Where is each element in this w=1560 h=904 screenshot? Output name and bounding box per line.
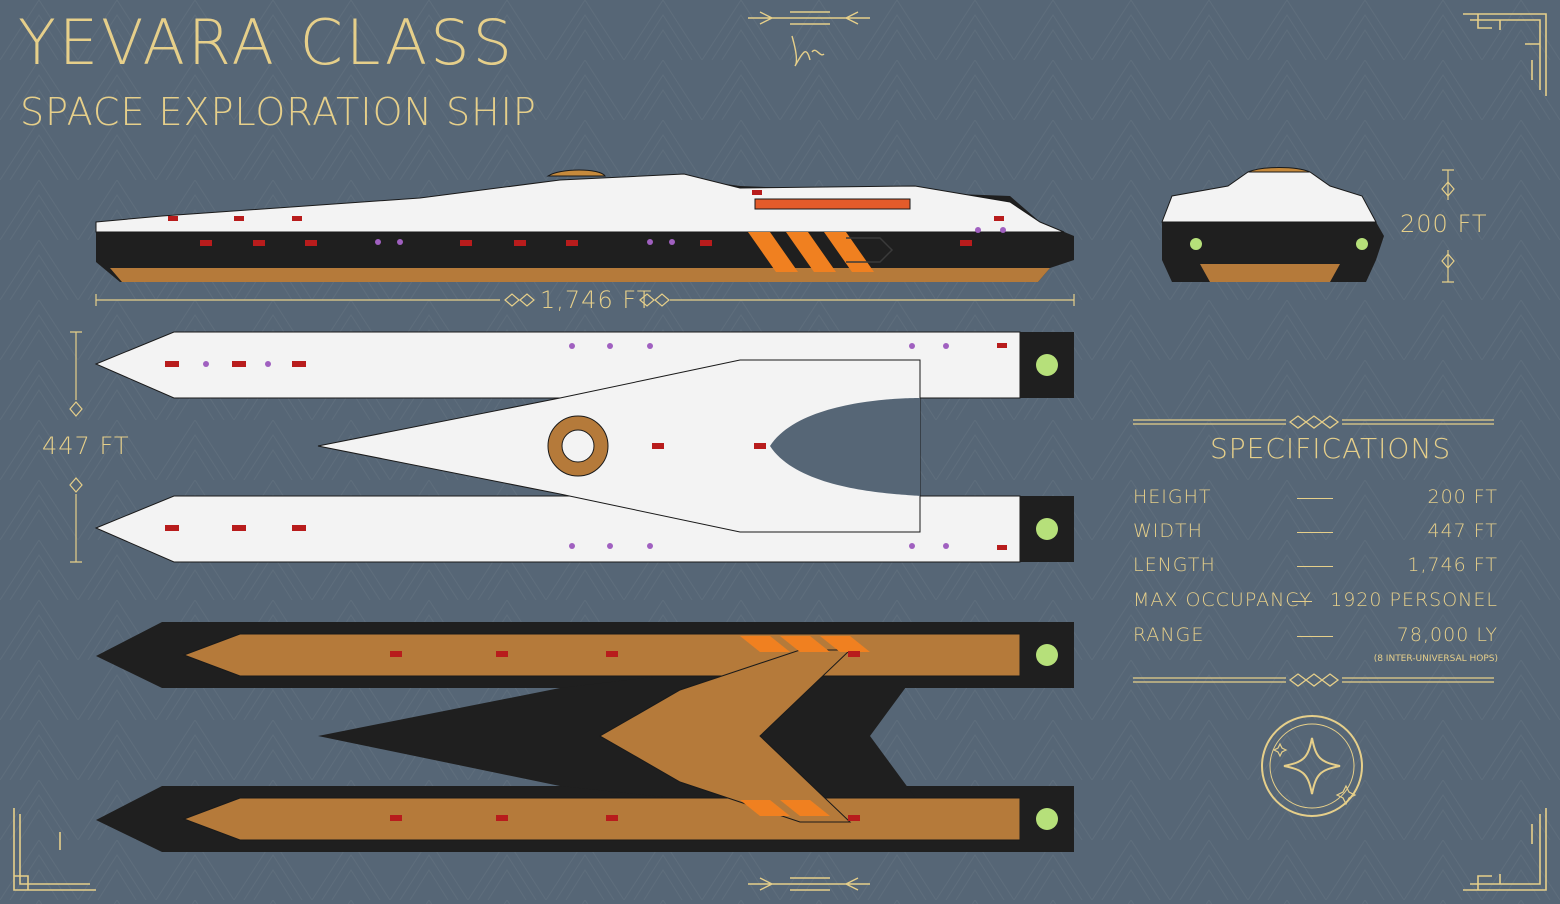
spec-label: MAX OCCUPANCY (1133, 589, 1312, 611)
front-view (1161, 167, 1384, 282)
spec-value: 1920 PERSONEL (1330, 589, 1498, 611)
height-dimension-line (1441, 169, 1455, 283)
width-label: 447 FT (42, 432, 130, 460)
page-title: YEVARA CLASS (18, 6, 515, 79)
spec-label: LENGTH (1133, 554, 1216, 576)
side-view (95, 169, 1074, 282)
specifications-frame (1133, 415, 1494, 687)
spec-dash (1297, 532, 1333, 533)
height-label: 200 FT (1400, 210, 1488, 238)
spec-value: 1,746 FT (1407, 554, 1498, 576)
spec-label: RANGE (1133, 624, 1205, 646)
spec-value: 447 FT (1427, 520, 1498, 542)
width-dimension-line (69, 331, 83, 563)
spec-label: HEIGHT (1133, 486, 1212, 508)
top-ornament (748, 11, 870, 891)
signature-mark (791, 35, 825, 67)
length-dimension-line (95, 293, 1075, 307)
spec-dash (1297, 498, 1333, 499)
bottom-view (96, 622, 1074, 852)
star-emblem-icon (1261, 715, 1363, 817)
top-view (94, 331, 1074, 563)
spec-dash (1297, 566, 1333, 567)
page-subtitle: SPACE EXPLORATION SHIP (20, 90, 537, 134)
art-deco-corner-ornament-icon (13, 13, 1547, 891)
spec-value: 78,000 LY (1396, 624, 1498, 646)
spec-dash (1297, 636, 1333, 637)
spec-value: 200 FT (1427, 486, 1498, 508)
range-note: (8 INTER-UNIVERSAL HOPS) (1373, 654, 1498, 664)
length-label: 1,746 FT (540, 286, 653, 314)
specifications-heading: SPECIFICATIONS (1210, 432, 1452, 465)
spec-label: WIDTH (1133, 520, 1203, 542)
spec-dash (1292, 601, 1312, 602)
